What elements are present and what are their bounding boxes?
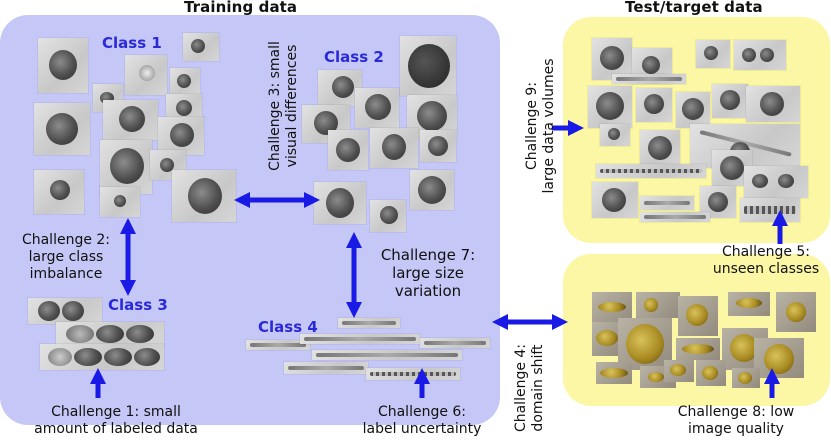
challenge-2-line-3: imbalance: [29, 266, 103, 282]
class-2-label: Class 2: [324, 48, 384, 66]
challenge-7-line-2: large size: [392, 264, 464, 282]
class-3-label: Class 3: [108, 296, 168, 314]
challenge-6-label: Challenge 6: label uncertainty: [356, 404, 488, 438]
challenge-8-line-2: image quality: [688, 421, 784, 437]
challenge-5-line-2: unseen classes: [712, 261, 820, 277]
challenge-1-line-2: amount of labeled data: [34, 421, 198, 437]
challenge-9-line-1: Challenge 9:: [524, 81, 540, 171]
challenge-3-line-2: visual differences: [284, 44, 300, 168]
challenge-4-line-2: domain shift: [530, 344, 546, 432]
class-4-label: Class 4: [258, 318, 318, 336]
challenge-7-line-1: Challenge 7:: [380, 246, 476, 264]
target-data-header: Test/target data: [625, 0, 763, 16]
challenge-3-label: Challenge 3: small visual differences: [267, 33, 303, 179]
challenge-2-label: Challenge 2: large class imbalance: [12, 232, 120, 283]
class-1-label: Class 1: [102, 34, 162, 52]
challenge-5-label: Challenge 5: unseen classes: [706, 244, 826, 278]
challenge-6-line-1: Challenge 6:: [377, 404, 467, 420]
challenge-2-line-1: Challenge 2:: [21, 232, 111, 248]
challenge-9-label: Challenge 9: large data volumes: [524, 52, 560, 200]
challenge-1-label: Challenge 1: small amount of labeled dat…: [26, 404, 206, 438]
challenge-4-line-1: Challenge 4:: [513, 343, 529, 433]
challenge-5-line-1: Challenge 5:: [721, 244, 811, 260]
challenge-4-label: Challenge 4: domain shift: [513, 343, 549, 433]
challenge-2-line-2: large class: [28, 249, 104, 265]
challenge-9-line-2: large data volumes: [541, 58, 557, 194]
challenge-7-label: Challenge 7: large size variation: [362, 246, 494, 300]
challenge-7-line-3: variation: [394, 282, 462, 300]
challenge-8-label: Challenge 8: low image quality: [672, 404, 800, 438]
challenge-8-line-1: Challenge 8: low: [677, 404, 795, 420]
challenge-3-line-1: Challenge 3: small: [267, 41, 283, 171]
training-data-header: Training data: [184, 0, 298, 16]
challenge-1-line-1: Challenge 1: small: [51, 404, 181, 420]
challenge-6-line-2: label uncertainty: [362, 421, 482, 437]
